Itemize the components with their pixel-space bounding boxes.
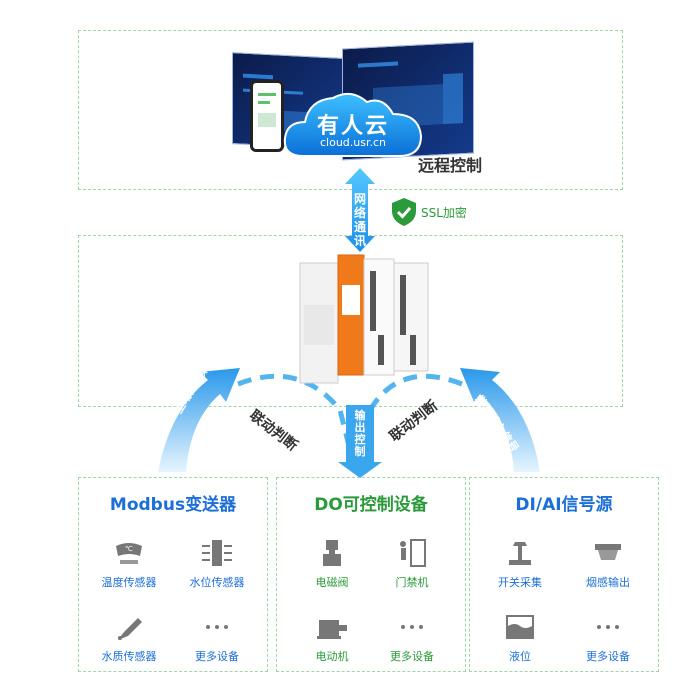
item-water-quality-sensor: 水质传感器 [89, 610, 169, 664]
item-liquid-level: 液位 [480, 610, 560, 664]
do-title: DO可控制设备 [314, 495, 428, 515]
modbus-panel: Modbus变送器 ℃ 温度传感器 水位传感器 水质传感器 更多设备 [78, 477, 268, 672]
io-controller-device [290, 245, 440, 395]
item-access-control: 门禁机 [372, 536, 452, 590]
di-title: DI/AI信号源 [515, 495, 613, 515]
solenoid-valve-icon [292, 536, 372, 570]
do-panel: DO可控制设备 电磁阀 门禁机 电动机 更多设备 [276, 477, 466, 672]
more-icon [177, 610, 257, 644]
cloud-brand: 有人云 [316, 114, 389, 139]
ssl-label: SSL加密 [421, 206, 467, 220]
left-logic-label: 联动判断 [246, 407, 301, 455]
output-control-label: 输 出 控 制 [354, 409, 366, 458]
item-more-devices: 更多设备 [372, 610, 452, 664]
water-level-icon [177, 536, 257, 570]
liquid-level-icon [480, 610, 560, 644]
svg-text:℃: ℃ [125, 545, 133, 553]
ssl-shield-icon [390, 197, 418, 230]
phone-image [250, 80, 284, 152]
cloud-url: cloud.usr.cn [319, 136, 387, 149]
item-solenoid-valve: 电磁阀 [292, 536, 372, 590]
item-smoke-output: 烟感输出 [568, 536, 648, 590]
cloud-logo: 有人云 cloud.usr.cn [283, 88, 423, 158]
item-temperature-sensor: ℃ 温度传感器 [89, 536, 169, 590]
water-quality-icon [89, 610, 169, 644]
temperature-icon: ℃ [89, 536, 169, 570]
modbus-title: Modbus变送器 [109, 495, 237, 515]
item-switch-collect: 开关采集 [480, 536, 560, 590]
remote-control-label: 远程控制 [418, 156, 483, 175]
smoke-detector-icon [568, 536, 648, 570]
switch-icon [480, 536, 560, 570]
network-comm-label: 网 络 通 讯 [353, 192, 366, 248]
item-more-devices: 更多设备 [177, 610, 257, 664]
item-motor: 电动机 [292, 610, 372, 664]
di-panel: DI/AI信号源 开关采集 烟感输出 液位 更多设备 [469, 477, 659, 672]
item-water-level-sensor: 水位传感器 [177, 536, 257, 590]
more-icon [568, 610, 648, 644]
access-control-icon [372, 536, 452, 570]
motor-icon [292, 610, 372, 644]
item-more-devices: 更多设备 [568, 610, 648, 664]
more-icon [372, 610, 452, 644]
